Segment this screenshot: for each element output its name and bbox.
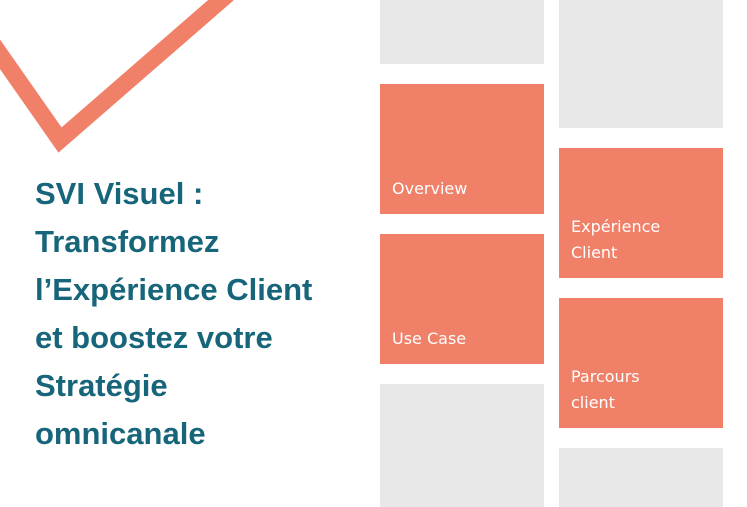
- placeholder-tile: [559, 448, 723, 507]
- experience-client-label: Expérience Client: [571, 214, 715, 266]
- page-title: SVI Visuel : Transformez l’Expérience Cl…: [35, 170, 365, 458]
- overview-label: Overview: [392, 179, 468, 198]
- label-line: client: [571, 393, 615, 412]
- headline-line: Transformez: [35, 224, 220, 259]
- headline-line: et boostez votre: [35, 320, 273, 355]
- headline-line: Stratégie: [35, 368, 168, 403]
- use-case-tile[interactable]: Use Case: [380, 234, 544, 364]
- parcours-client-tile[interactable]: Parcours client: [559, 298, 723, 428]
- placeholder-tile: [559, 0, 723, 128]
- parcours-client-label: Parcours client: [571, 364, 715, 416]
- overview-tile[interactable]: Overview: [380, 84, 544, 214]
- placeholder-tile: [380, 0, 544, 64]
- label-line: Client: [571, 243, 618, 262]
- use-case-label: Use Case: [392, 329, 467, 348]
- experience-client-tile[interactable]: Expérience Client: [559, 148, 723, 278]
- chevron-down-icon: [0, 0, 234, 153]
- label-line: Expérience: [571, 217, 661, 236]
- headline-line: SVI Visuel :: [35, 176, 204, 211]
- label-line: Parcours: [571, 367, 640, 386]
- headline-line: l’Expérience Client: [35, 272, 313, 307]
- placeholder-tile: [380, 384, 544, 507]
- headline-line: omnicanale: [35, 416, 206, 451]
